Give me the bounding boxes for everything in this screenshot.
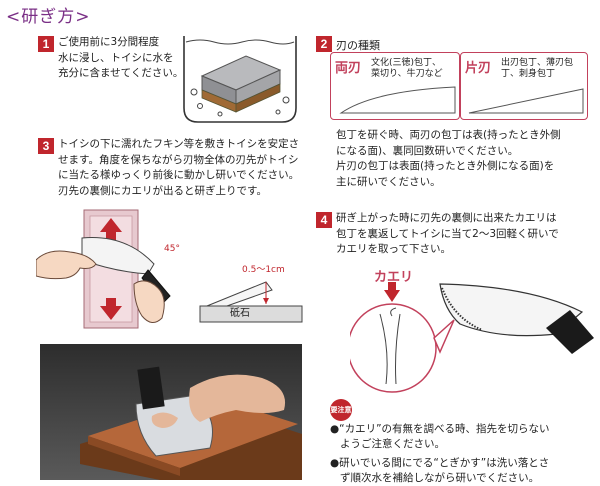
single-edge-desc: 出刃包丁、薄刃包 丁、刺身包丁	[501, 58, 585, 80]
single-edge-panel: 片刃 出刃包丁、薄刃包 丁、刺身包丁	[460, 52, 588, 120]
step4-line: 包丁を裏返してトイシに当て2～3回軽く研いで	[336, 227, 559, 240]
step4-line: 研ぎ上がった時に刃先の裏側に出来たカエリは	[336, 212, 557, 224]
gap-diagram	[199, 281, 303, 323]
step1-line: ご使用前に3分間程度	[58, 36, 160, 48]
step1-line: 水に浸し、トイシに水を	[58, 51, 174, 64]
step2-heading: 刃の種類	[336, 39, 380, 52]
step1-number: 1	[38, 36, 54, 52]
step2-line: になる面)、裏同回数研いでください。	[336, 144, 519, 157]
double-edge-panel: 両刃 文化(三徳)包丁、 菜切り、牛刀など	[330, 52, 460, 120]
note-line: ●研いでいる間にでる“とぎかす”は洗い落とさ	[330, 457, 550, 469]
single-edge-diagram	[468, 88, 584, 114]
step2-body: 包丁を研ぐ時、両刃の包丁は表(持ったとき外側 になる面)、裏同回数研いでください…	[336, 128, 594, 190]
caution-badge: 要注意	[330, 399, 352, 421]
note-line: ●“カエリ”の有無を調べる時、指先を切らない	[330, 423, 550, 435]
single-edge-label: 片刃	[465, 61, 492, 76]
step3-line: せます。角度を保ちながら刃物全体の刃先がトイシ	[58, 153, 299, 166]
step2-number: 2	[316, 36, 332, 52]
note-line: ようご注意ください。	[340, 438, 445, 450]
step3-line: トイシの下に濡れたフキン等を敷きトイシを安定さ	[58, 138, 300, 150]
step2-line: 包丁を研ぐ時、両刃の包丁は表(持ったとき外側	[336, 129, 561, 141]
step4-line: カエリを取って下さい。	[336, 243, 451, 255]
step4-text: 研ぎ上がった時に刃先の裏側に出来たカエリは 包丁を裏返してトイシに当て2～3回軽…	[336, 211, 598, 258]
step3-line: に当たる様ゆっくり前後に動かし研いでください。	[58, 169, 300, 181]
step2-line: 片刃の包丁は表面(持ったとき外側になる面)を	[336, 160, 555, 172]
burr-illustration	[350, 282, 594, 393]
step2-line: 主に研いでください。	[336, 175, 441, 188]
double-edge-label: 両刃	[335, 61, 362, 76]
double-edge-desc-line: 菜切り、牛刀など	[371, 69, 443, 79]
note-line: ず順次水を補給しながら研いでください。	[340, 472, 540, 484]
step4-number: 4	[316, 212, 332, 228]
single-edge-desc-line: 出刃包丁、薄刃包	[501, 58, 574, 68]
sharpening-photo	[40, 344, 302, 480]
notes-block: ●“カエリ”の有無を調べる時、指先を切らない ようご注意ください。 ●研いでいる…	[330, 422, 596, 486]
angle-label: 45°	[164, 244, 180, 254]
step3-line: 刃先の裏側にカエリが出ると研ぎ上りです。	[58, 184, 267, 197]
step3-text: トイシの下に濡れたフキン等を敷きトイシを安定さ せます。角度を保ちながら刃物全体…	[58, 137, 308, 199]
sharpening-angle-illustration	[36, 209, 171, 329]
gap-label: 0.5～1cm	[242, 265, 285, 275]
page-title: <研ぎ方>	[6, 7, 91, 27]
step3-number: 3	[38, 138, 54, 154]
step1-text: ご使用前に3分間程度 水に浸し、トイシに水を 充分に含ませてください。	[58, 35, 198, 82]
single-edge-desc-line: 丁、刺身包丁	[501, 69, 556, 79]
double-edge-desc-line: 文化(三徳)包丁、	[371, 58, 442, 68]
double-edge-desc: 文化(三徳)包丁、 菜切り、牛刀など	[371, 58, 457, 80]
kaeri-label: カエリ	[374, 270, 414, 285]
stone-label: 砥石	[230, 308, 250, 319]
double-edge-diagram	[339, 86, 456, 114]
step1-line: 充分に含ませてください。	[58, 67, 184, 79]
soaking-stone-illustration	[183, 36, 297, 123]
